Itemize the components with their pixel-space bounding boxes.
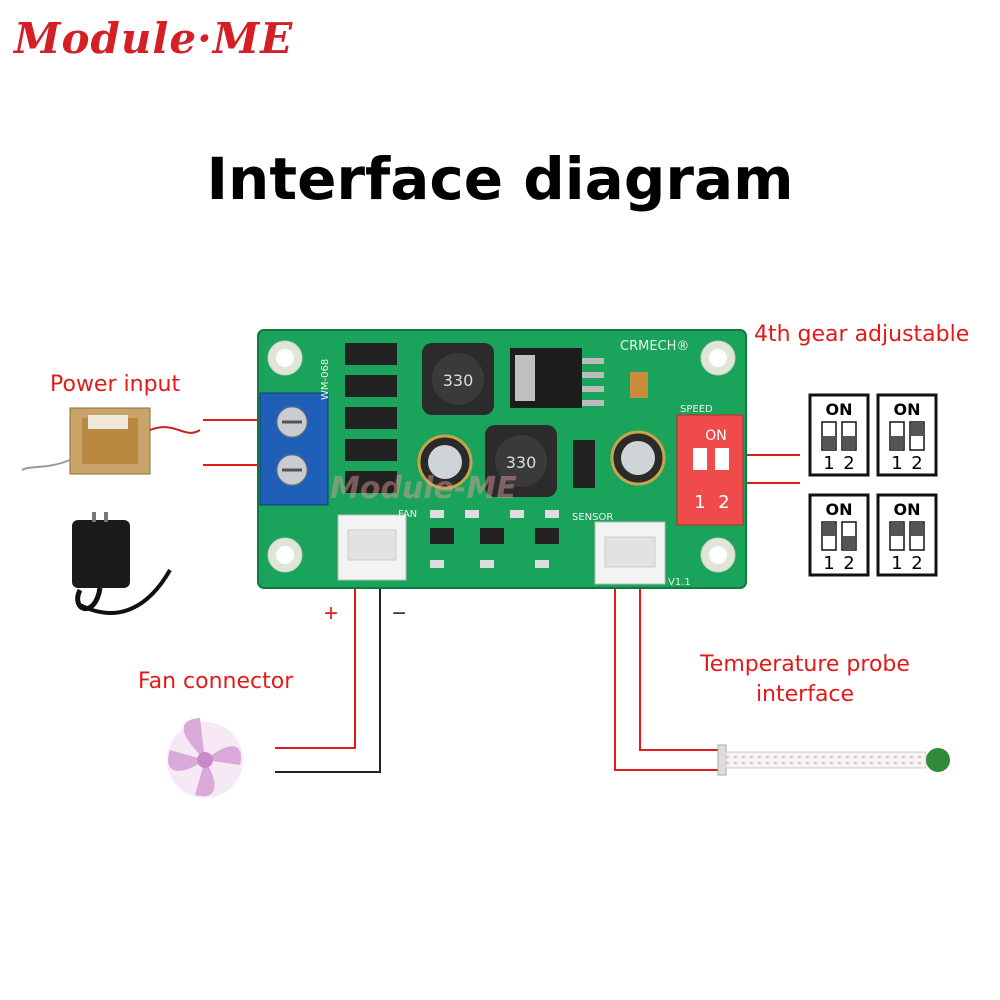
dip-number-label: 2 [911,553,922,574]
page-title: Interface diagram [206,145,794,213]
dip-on-label: ON [826,400,853,419]
inductor-1: 330 [422,343,494,415]
dip-number-label: 2 [843,453,854,474]
positive-marker: + [324,600,339,627]
power-terminal [259,392,329,506]
negative-marker: − [392,600,407,627]
board-dip-on-label: ON [705,428,727,444]
fan-connector-label: Fan connector [138,669,294,694]
dip-knob [823,522,835,536]
board-dip-switch: ON 1 2 [676,414,744,526]
transistors [430,510,559,568]
dip-on-label: ON [894,400,921,419]
dip-knob [823,436,835,450]
dip-number-label: 1 [891,453,902,474]
dip-knob [843,536,855,550]
resistor [630,372,648,398]
fan-port [337,514,407,581]
temperature-probe-image [717,744,950,776]
temperature-probe-label-line2: interface [755,682,855,707]
temp-wires [614,585,718,771]
board-version-text: V1.1 [668,577,691,588]
board-brand-text: CRMECH® [620,339,689,354]
capacitor-1 [417,434,473,490]
diodes [345,343,397,493]
dip-on-label: ON [894,500,921,519]
dip-number-label: 1 [891,553,902,574]
dip-number-label: 1 [823,453,834,474]
board-dip-2-label: 2 [718,492,729,513]
dip-number-label: 1 [823,553,834,574]
dip-number-label: 2 [911,453,922,474]
capacitor-2 [610,430,666,486]
dip-wires [740,454,800,484]
transformer-image [21,407,201,475]
power-input-label: Power input [50,372,181,397]
fan-wires [275,585,381,773]
inductor-1-label: 330 [443,371,474,390]
sensor-port [594,521,666,585]
dip-knob [911,422,923,436]
dip-knob [911,522,923,536]
temperature-probe-label-line1: Temperature probe [700,652,910,677]
power-adapter-image [72,512,172,615]
mounting-holes [267,340,736,573]
dip-knob [891,522,903,536]
dip-on-label: ON [826,500,853,519]
board-fan-text: FAN [398,509,417,520]
dip-knob [843,436,855,450]
fan-image [167,718,243,798]
inductor-2-label: 330 [506,453,537,472]
dip-number-label: 2 [843,553,854,574]
brand-logo: Module·ME [14,14,294,63]
board-sensor-text: SENSOR [572,512,613,523]
dip-knob [891,436,903,450]
board-speed-text: SPEED [680,404,713,415]
sensor-diode [573,440,595,488]
board-watermark: Module-ME [330,471,517,506]
board-dip-1-label: 1 [694,492,705,513]
inductor-2: 330 [485,425,557,497]
gear-adjustable-label: 4th gear adjustable [754,322,970,347]
temperature-probe-label: Temperature probe interface [660,650,950,710]
regulator-chip [510,348,604,408]
pcb-board: 330 330 ON [257,329,747,589]
board-model-text: WM-068 [320,359,331,400]
power-wires [203,419,262,466]
